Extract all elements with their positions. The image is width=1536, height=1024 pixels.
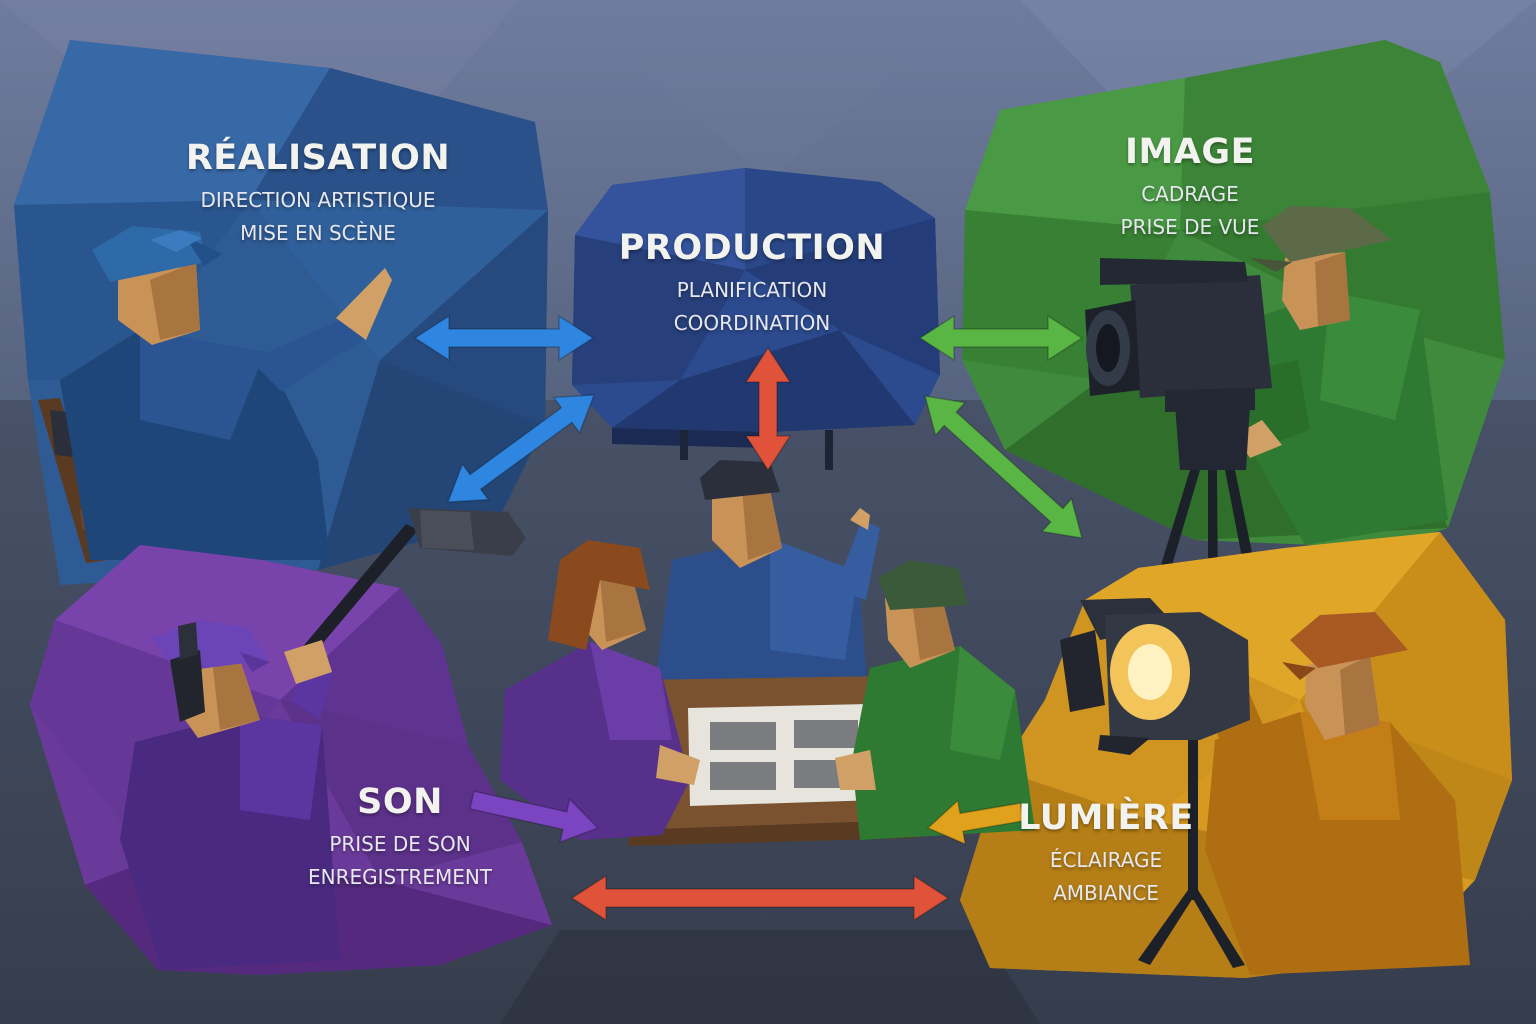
realisation-label: RÉALISATION DIRECTION ARTISTIQUE MISE EN… <box>186 138 450 250</box>
production-title: PRODUCTION <box>619 228 885 268</box>
son-line2: ENREGISTREMENT <box>308 861 492 894</box>
realisation-panel <box>14 40 548 585</box>
realisation-line2: MISE EN SCÈNE <box>186 217 450 250</box>
lumiere-line2: AMBIANCE <box>1018 877 1194 910</box>
lumiere-label: LUMIÈRE ÉCLAIRAGE AMBIANCE <box>1018 798 1194 910</box>
realisation-line1: DIRECTION ARTISTIQUE <box>186 184 450 217</box>
son-title: SON <box>308 782 492 822</box>
lumiere-title: LUMIÈRE <box>1018 798 1194 838</box>
lumiere-line1: ÉCLAIRAGE <box>1018 844 1194 877</box>
image-line1: CADRAGE <box>1121 178 1260 211</box>
image-line2: PRISE DE VUE <box>1121 211 1260 244</box>
realisation-title: RÉALISATION <box>186 138 450 178</box>
production-label: PRODUCTION PLANIFICATION COORDINATION <box>619 228 885 340</box>
image-label: IMAGE CADRAGE PRISE DE VUE <box>1121 132 1260 244</box>
son-line1: PRISE DE SON <box>308 828 492 861</box>
production-line1: PLANIFICATION <box>619 274 885 307</box>
image-title: IMAGE <box>1121 132 1260 172</box>
son-label: SON PRISE DE SON ENREGISTREMENT <box>308 782 492 894</box>
video-camera-icon <box>1085 258 1272 412</box>
production-line2: COORDINATION <box>619 307 885 340</box>
